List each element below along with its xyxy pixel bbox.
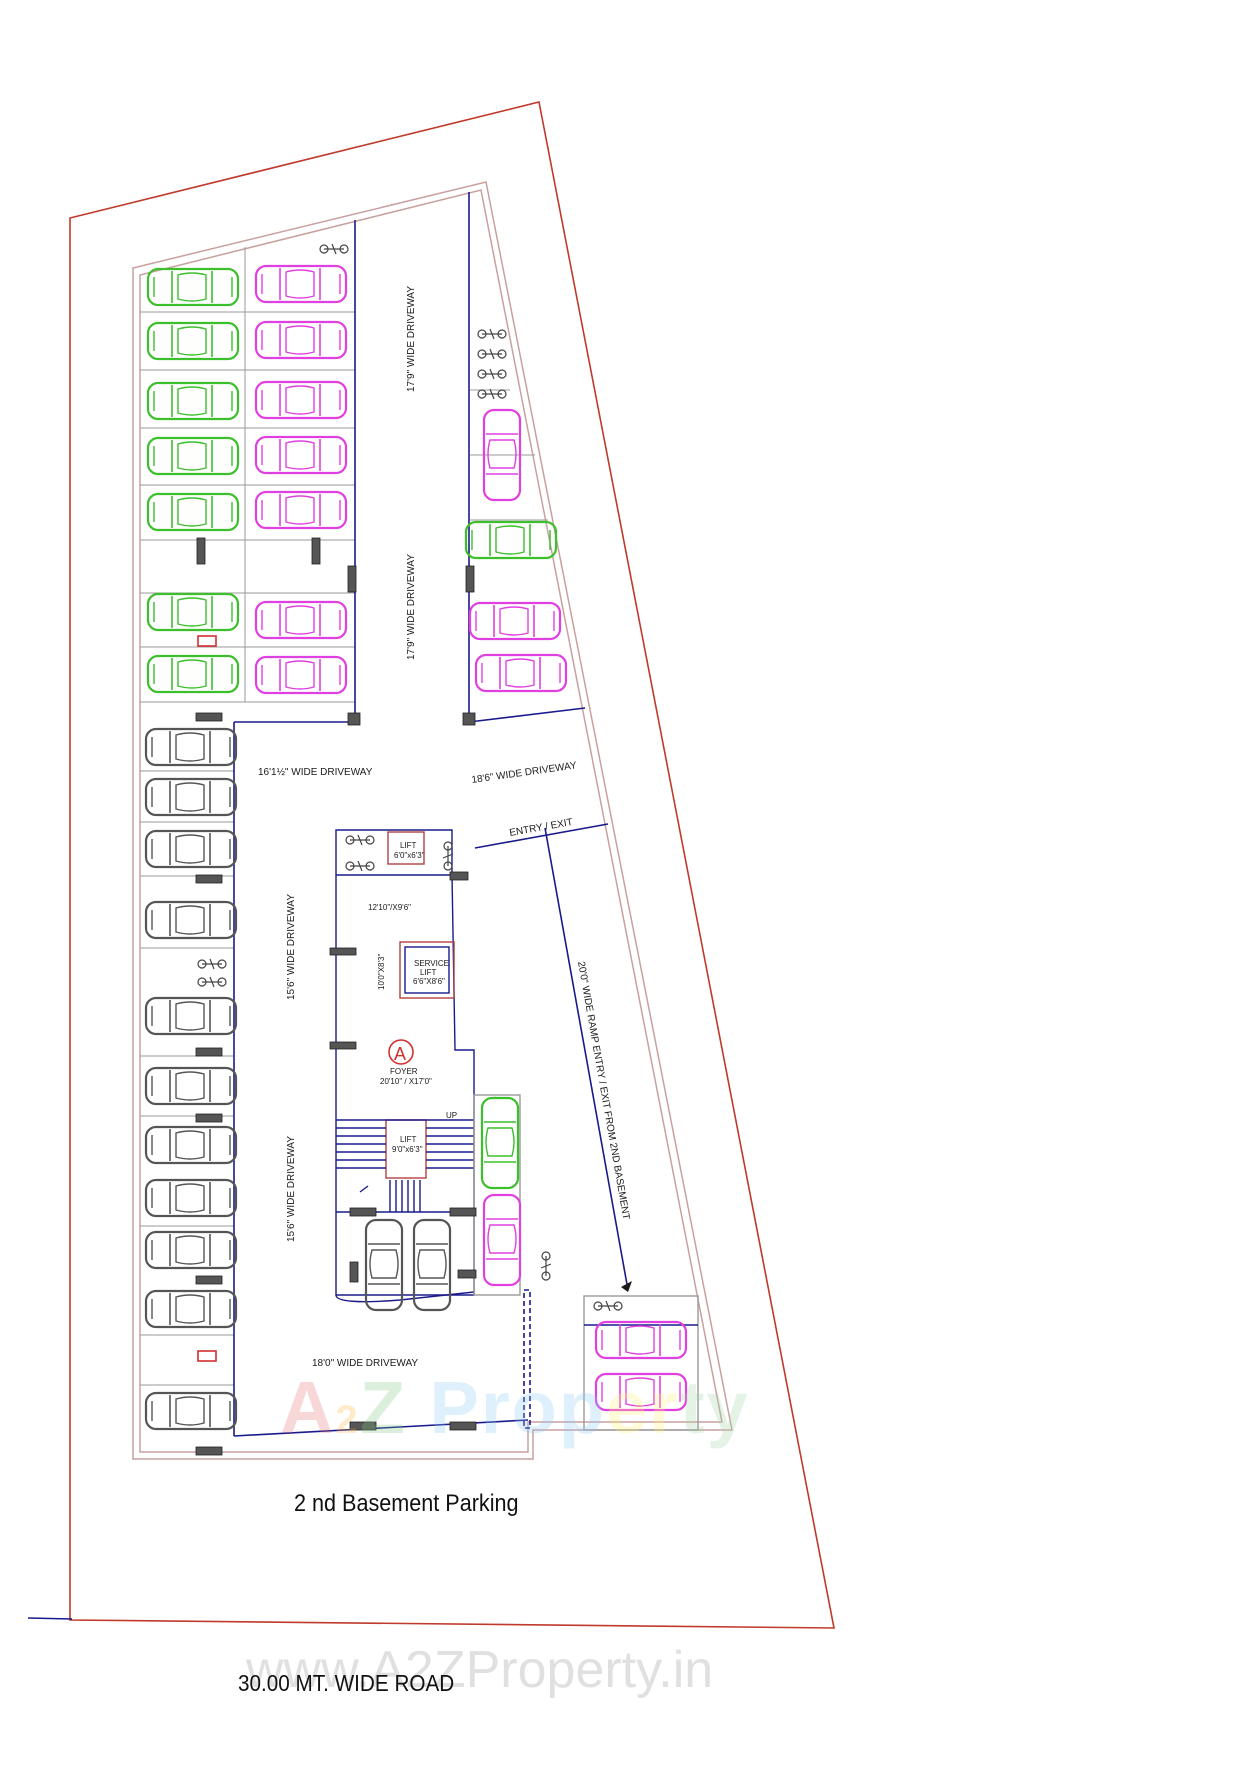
car-green (480, 1096, 520, 1190)
car-magenta (594, 1320, 688, 1360)
driveway-label-middle-left: 16'1½" WIDE DRIVEWAY (258, 767, 373, 778)
car-magenta (254, 264, 348, 304)
car-magenta (254, 320, 348, 360)
car-magenta (254, 435, 348, 475)
car-green (146, 436, 240, 476)
car-green (146, 592, 240, 632)
car-grey (144, 996, 238, 1036)
driveway-label-north-mid: 17'9" WIDE DRIVEWAY (406, 554, 417, 660)
red-markers (197, 635, 217, 1362)
bike-icon (345, 860, 375, 872)
lift-top-size: 6'0"x6'3" (394, 851, 425, 860)
car-grey (144, 829, 238, 869)
car-magenta (254, 380, 348, 420)
driveway-label-north-left: 17'9" WIDE DRIVEWAY (406, 286, 417, 392)
plan-title: 2 nd Basement Parking (294, 1490, 519, 1517)
lift-top-label: LIFT (400, 841, 417, 850)
driveway-lines (233, 192, 632, 1437)
bike-icon (540, 1251, 552, 1281)
basement-outline (132, 181, 733, 1460)
lift-bottom-label: LIFT (400, 1135, 417, 1144)
bike-icon (197, 976, 227, 988)
bike-icon (477, 328, 507, 340)
car-grey (144, 1230, 238, 1270)
lobby-size: 12'10"/X9'6" (368, 903, 411, 912)
driveway-label-middle-right: 18'6" WIDE DRIVEWAY (471, 760, 578, 786)
core-block (335, 829, 699, 1431)
up-label: UP (446, 1111, 457, 1120)
plot-boundary (69, 101, 835, 1629)
side-dimension: 10'0"X8'3" (377, 954, 386, 990)
driveway-label-south: 18'0" WIDE DRIVEWAY (312, 1358, 418, 1369)
car-grey (364, 1218, 404, 1312)
bike-icon (477, 348, 507, 360)
car-magenta (474, 653, 568, 693)
car-grey (144, 1178, 238, 1218)
car-green (146, 267, 240, 307)
bike-icon (477, 368, 507, 380)
bike-icon (345, 834, 375, 846)
foyer-marker (388, 1039, 414, 1065)
car-green (146, 381, 240, 421)
car-magenta (468, 601, 562, 641)
service-lift-size: 6'6"X8'6" (413, 977, 445, 986)
foyer-label: FOYER (390, 1067, 418, 1076)
driveway-label-west-upper: 15'6" WIDE DRIVEWAY (286, 894, 297, 1000)
foyer-size: 20'10" / X17'0" (380, 1077, 432, 1086)
car-grey (144, 1125, 238, 1165)
car-grey (144, 1289, 238, 1329)
parking-grid (140, 247, 548, 1386)
car-grey (144, 1391, 238, 1431)
road-edge-line (27, 1617, 73, 1620)
columns (195, 537, 477, 1456)
car-magenta (254, 600, 348, 640)
car-magenta (482, 1193, 522, 1287)
service-lift-label: SERVICE (414, 959, 449, 968)
car-grey (144, 1066, 238, 1106)
magenta-cars (254, 264, 688, 1412)
car-grey (144, 727, 238, 767)
car-green (464, 520, 558, 560)
bike-icon (319, 243, 349, 255)
road-label: 30.00 MT. WIDE ROAD (238, 1670, 455, 1696)
lift-bottom-size: 9'0"x6'3" (392, 1145, 423, 1154)
watermark-logo: A2Z Property (280, 1366, 750, 1449)
car-green (146, 654, 240, 694)
bike-icon (593, 1300, 623, 1312)
car-magenta (254, 490, 348, 530)
car-green (146, 492, 240, 532)
service-lift-label-2: LIFT (420, 968, 437, 977)
ramp-label: 20'0" WIDE RAMP ENTRY / EXIT FROM 2ND BA… (575, 961, 631, 1221)
car-green (146, 321, 240, 361)
watermark-url: www.A2ZProperty.in (246, 1641, 714, 1699)
car-grey (144, 777, 238, 817)
bike-icon (197, 958, 227, 970)
driveway-label-west-lower: 15'6" WIDE DRIVEWAY (286, 1136, 297, 1242)
foyer-mark: A (394, 1044, 406, 1064)
car-magenta (254, 655, 348, 695)
car-grey (144, 900, 238, 940)
